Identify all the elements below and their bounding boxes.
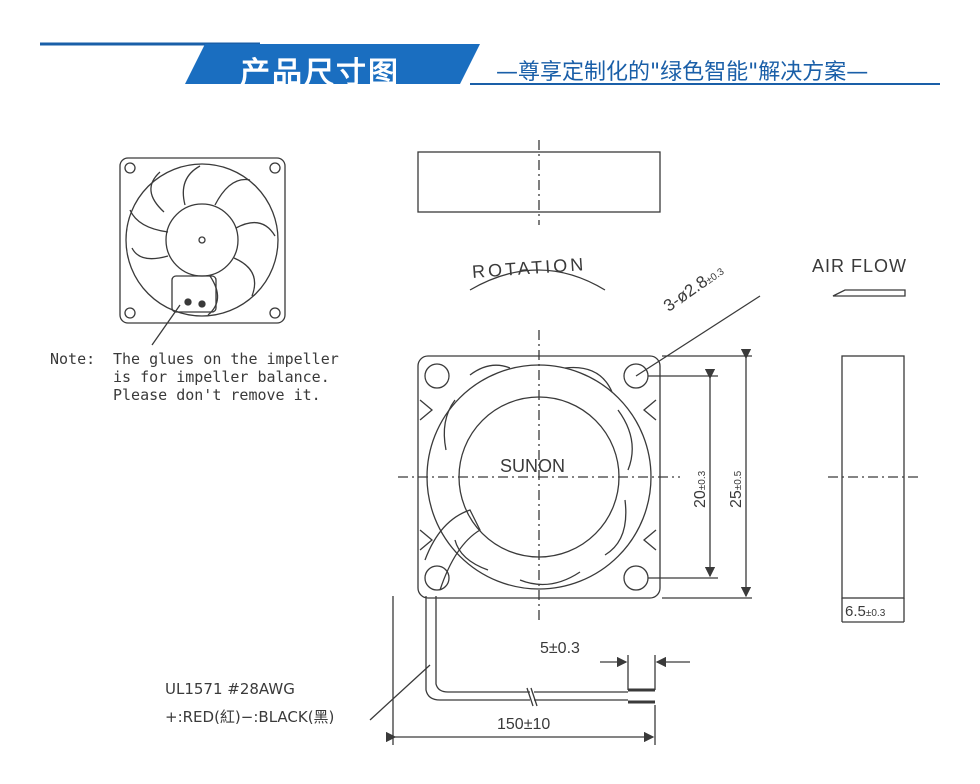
wire-polarity: +:RED(紅)−:BLACK(黑) [165, 708, 335, 726]
inner-dim-value: 20 [692, 490, 709, 508]
airflow-label: AIR FLOW [812, 256, 908, 276]
lead-length-dim: 150±10 [497, 716, 551, 733]
brand-label: SUNON [500, 456, 566, 476]
outer-dim-value: 25 [728, 490, 745, 508]
top-side-view [417, 151, 661, 213]
wire-leader [369, 664, 431, 721]
thickness-dim: 6.5±0.3 [845, 603, 885, 620]
hole-leader [635, 295, 761, 377]
rotation-arc [469, 269, 606, 291]
inner-dim-tol: ±0.3 [697, 470, 708, 491]
outer-dim: 25±0.5 [728, 471, 746, 508]
lead-pitch-dim: 5±0.3 [540, 640, 580, 657]
dim-outer [662, 348, 752, 599]
rear-view-fan [119, 157, 286, 346]
inner-dim: 20±0.3 [692, 471, 710, 508]
note-line-1: The glues on the impeller [113, 350, 339, 368]
note-prefix: Note: [50, 350, 96, 368]
thickness-dim-tol: ±0.3 [865, 608, 886, 619]
note-line-3: Please don't remove it. [113, 386, 321, 404]
header-title-band [185, 44, 480, 84]
page-title: 产品尺寸图 [240, 56, 400, 91]
lead-wires [425, 596, 655, 707]
note-line-2: is for impeller balance. [113, 368, 330, 386]
header-band [40, 42, 940, 85]
outer-dim-tol: ±0.5 [733, 470, 744, 491]
wire-spec: UL1571 #28AWG [165, 680, 295, 698]
fan-dimension-drawing [119, 140, 918, 745]
airflow-arrow [832, 289, 906, 297]
page-subtitle: —尊享定制化的"绿色智能"解决方案— [496, 60, 869, 85]
dim-inner [648, 368, 718, 579]
thickness-dim-value: 6.5 [845, 603, 866, 620]
